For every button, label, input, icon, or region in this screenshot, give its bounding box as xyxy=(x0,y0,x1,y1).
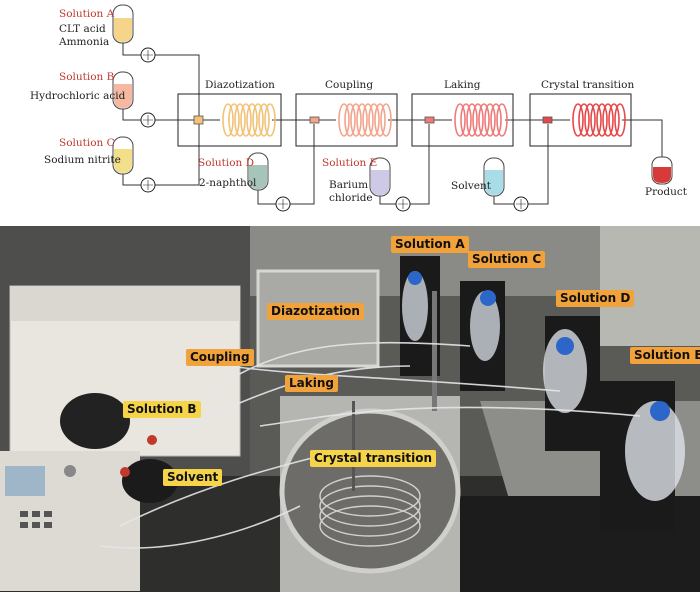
solution-d-name: Solution D xyxy=(198,157,254,169)
crystal-transition-box xyxy=(529,93,632,147)
coil-loop xyxy=(234,103,246,137)
coil-loop xyxy=(584,103,596,137)
coil-loop xyxy=(338,103,350,137)
schematic-text: Solution A CLT acid Ammonia Solution B H… xyxy=(30,8,688,204)
stage-laking-label: Laking xyxy=(444,79,481,91)
flow-schematic: Solution A CLT acid Ammonia Solution B H… xyxy=(0,0,700,214)
photo-label-solution-d: Solution D xyxy=(556,290,635,307)
mixer-crystal xyxy=(542,116,553,124)
coil-loop xyxy=(362,103,374,137)
coil-loop xyxy=(572,103,584,137)
photo-label-solution-e: Solution E xyxy=(630,347,700,364)
apparatus-illustration xyxy=(0,226,700,592)
photo-label-laking: Laking xyxy=(285,375,338,392)
coil-loop xyxy=(380,103,392,137)
solvent-label: Solvent xyxy=(451,180,492,192)
apparatus-photo: Solution A Solution C Solution D Solutio… xyxy=(0,226,700,592)
pump-solvent xyxy=(513,196,529,212)
coil-loop xyxy=(490,103,502,137)
coil-loop xyxy=(460,103,472,137)
coil-loop xyxy=(368,103,380,137)
coil-loop xyxy=(374,103,386,137)
solution-a-name: Solution A xyxy=(59,8,115,20)
coil-loop xyxy=(466,103,478,137)
photo-label-solvent: Solvent xyxy=(163,469,223,486)
coil-laking xyxy=(454,103,508,137)
solution-b-line1: Hydrochloric acid xyxy=(30,90,126,102)
coil-loop xyxy=(484,103,496,137)
coil-loop xyxy=(478,103,490,137)
bottle-e xyxy=(369,157,391,197)
stage-diazotization-label: Diazotization xyxy=(205,79,275,91)
coupling-box xyxy=(295,93,398,147)
coil-loop xyxy=(258,103,270,137)
solution-d-line1: 2-naphthol xyxy=(199,177,257,189)
solution-e-line2: chloride xyxy=(329,192,373,204)
coil-coupling xyxy=(338,103,392,137)
coil-loop xyxy=(496,103,508,137)
coil-loop xyxy=(264,103,276,137)
coil-loop xyxy=(578,103,590,137)
bottle-d xyxy=(247,152,269,191)
pump-d xyxy=(275,196,291,212)
pump-a xyxy=(140,47,156,63)
coil-loop xyxy=(350,103,362,137)
coil-loop xyxy=(228,103,240,137)
coil-loop xyxy=(472,103,484,137)
pump-c xyxy=(140,177,156,193)
bath xyxy=(279,408,461,574)
coil-loop xyxy=(344,103,356,137)
laking-box xyxy=(411,93,514,147)
photo-label-diazotization: Diazotization xyxy=(267,303,364,320)
stage-coupling-label: Coupling xyxy=(325,79,373,91)
diazotization-box xyxy=(177,93,282,147)
coil-loop xyxy=(252,103,264,137)
coil-diazotization xyxy=(222,103,276,137)
mixer-laking xyxy=(424,116,435,124)
bottle-product xyxy=(651,156,673,185)
photo-label-coupling: Coupling xyxy=(186,349,254,366)
photo-label-solution-a: Solution A xyxy=(391,236,469,253)
pump-b xyxy=(140,112,156,128)
coil-loop xyxy=(602,103,614,137)
photo-label-solution-b: Solution B xyxy=(123,401,201,418)
photo-label-crystal-transition: Crystal transition xyxy=(310,450,437,467)
solution-b-name: Solution B xyxy=(59,71,115,83)
solution-a-line2: Ammonia xyxy=(58,36,109,48)
product-label: Product xyxy=(645,186,688,198)
mixer-diazotization xyxy=(193,115,204,125)
bottle-b xyxy=(112,71,134,110)
mixers xyxy=(193,115,553,125)
pumps xyxy=(140,47,529,212)
coil-loop xyxy=(590,103,602,137)
solution-c-name: Solution C xyxy=(59,137,115,149)
solution-e-line1: Barium xyxy=(329,179,368,191)
bottles xyxy=(112,4,673,197)
stage-crystal-transition-label: Crystal transition xyxy=(541,79,634,91)
reactor-coils xyxy=(222,103,626,137)
bottle-c xyxy=(112,136,134,175)
coil-loop xyxy=(596,103,608,137)
coil-loop xyxy=(614,103,626,137)
mixer-coupling xyxy=(309,116,320,124)
coil-loop xyxy=(608,103,620,137)
coil-loop xyxy=(240,103,252,137)
coil-crystal-transition xyxy=(572,103,626,137)
solution-c-line1: Sodium nitrite xyxy=(44,154,121,166)
coil-loop xyxy=(222,103,234,137)
coil-loop xyxy=(454,103,466,137)
solution-e-name: Solution E xyxy=(322,157,377,169)
coil-loop xyxy=(356,103,368,137)
photo-label-solution-c: Solution C xyxy=(468,251,546,268)
bottle-solvent xyxy=(483,157,505,197)
solution-a-line1: CLT acid xyxy=(59,23,106,35)
bottle-a xyxy=(112,4,134,44)
coil-loop xyxy=(246,103,258,137)
pump-e xyxy=(395,196,411,212)
